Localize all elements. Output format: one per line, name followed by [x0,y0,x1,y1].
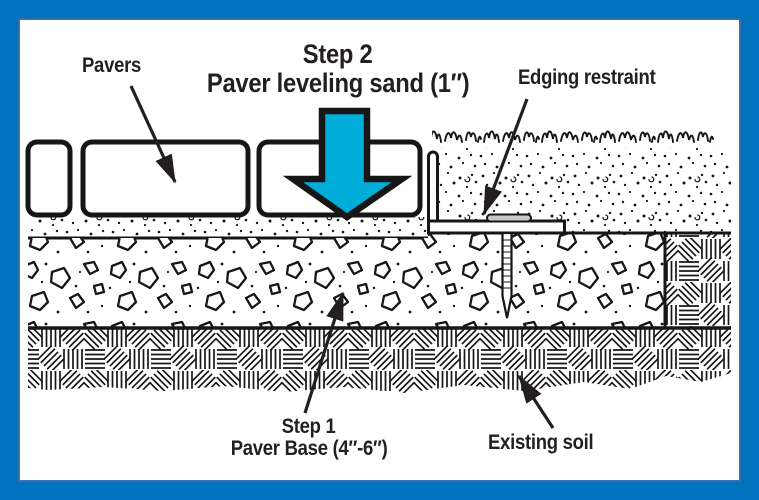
step1-label-line2: Paver Base (4″-6″) [230,437,388,461]
label-arrows [129,85,555,429]
paver-base-gravel-layer [28,231,731,330]
pavers-label: Pavers [82,54,142,77]
diagram-content: Step 2 Paver leveling sand (1″) Pavers E… [18,18,741,482]
step2-highlight-arrow [282,107,413,221]
grass [432,120,714,146]
leveling-sand-layer [28,217,428,240]
existing-soil-label: Existing soil [488,431,594,454]
step1-label-line1: Step 1 [282,415,336,438]
existing-soil-layer [28,233,731,393]
paver-base-label: Step 1 Paver Base (4″-6″) [184,415,434,461]
edging-clip-tab [486,213,532,223]
step1-arrow [303,291,345,414]
diagram-title: Step 2 Paver leveling sand (1″) [18,40,658,98]
topsoil-layer [434,148,731,232]
title-step-number: Step 2 [303,39,373,69]
existing-soil-arrow [517,374,555,429]
edging-restraint [427,150,566,235]
edging-restraint-label: Edging restraint [518,66,656,89]
title-description: Paver leveling sand (1″) [206,67,470,98]
cross-section-illustration [25,85,731,429]
paver [25,139,73,218]
edging-spike [501,231,513,319]
paver [80,139,251,218]
pavers-arrow [129,85,177,184]
edging-arrow [482,98,529,216]
